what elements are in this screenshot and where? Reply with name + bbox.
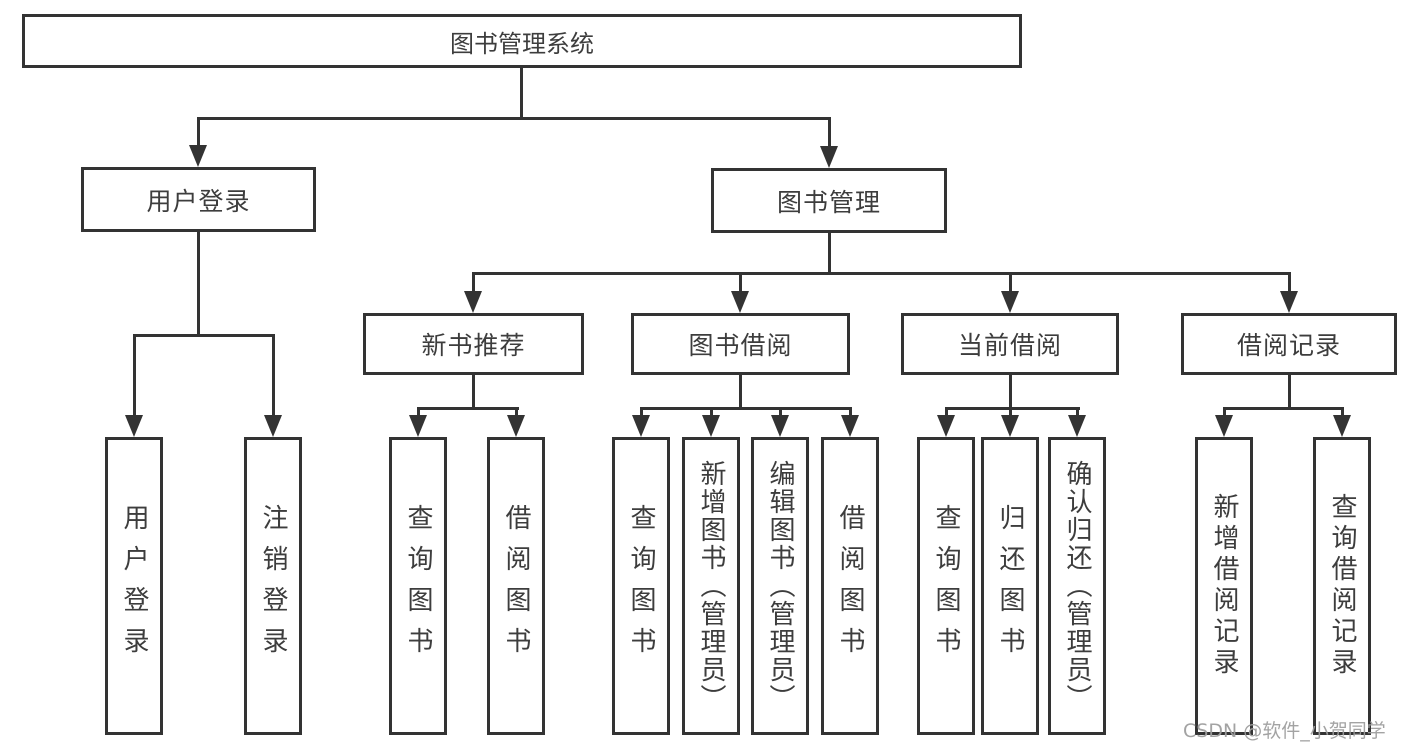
csdn-watermark: CSDN @软件_小贺同学 [1183, 720, 1386, 742]
connector-line [472, 273, 475, 293]
leaf-borrow-books-1-label: 借阅图书 [501, 504, 531, 668]
connector-line [945, 408, 948, 418]
connector-line [1341, 408, 1344, 418]
connector-line [272, 335, 275, 417]
node-book-management: 图书管理 [711, 168, 947, 233]
leaf-query-books-2-label: 查询图书 [626, 504, 656, 668]
arrow-down-icon [632, 415, 650, 437]
leaf-query-borrow-record-label: 查询借阅记录 [1327, 493, 1357, 679]
connector-line [779, 408, 782, 418]
arrow-down-icon [1280, 291, 1298, 313]
node-book-borrow: 图书借阅 [631, 313, 850, 375]
connector-line [1009, 408, 1012, 418]
connector-line [1288, 273, 1291, 293]
leaf-add-book-admin-label: 新增图书（管理员） [696, 460, 726, 712]
connector-line [520, 68, 523, 118]
leaf-query-books-1: 查询图书 [389, 437, 447, 735]
connector-line [945, 407, 1080, 410]
connector-line [133, 334, 275, 337]
arrow-down-icon [1068, 415, 1086, 437]
arrow-down-icon [937, 415, 955, 437]
leaf-add-borrow-record-label: 新增借阅记录 [1209, 493, 1239, 679]
connector-line [1288, 375, 1291, 409]
leaf-edit-book-admin: 编辑图书（管理员） [751, 437, 809, 735]
connector-line [849, 408, 852, 418]
connector-line [640, 407, 852, 410]
arrow-down-icon [1215, 415, 1233, 437]
leaf-logout: 注销登录 [244, 437, 302, 735]
leaf-add-book-admin: 新增图书（管理员） [682, 437, 740, 735]
leaf-user-login-label: 用户登录 [119, 504, 149, 668]
arrow-down-icon [841, 415, 859, 437]
arrow-down-icon [820, 146, 838, 168]
connector-line [828, 233, 831, 275]
arrow-down-icon [189, 145, 207, 167]
connector-line [640, 408, 643, 418]
connector-line [197, 232, 200, 336]
leaf-borrow-books-1: 借阅图书 [487, 437, 545, 735]
leaf-add-borrow-record: 新增借阅记录 [1195, 437, 1253, 735]
connector-line [1223, 407, 1344, 410]
leaf-borrow-books-2: 借阅图书 [821, 437, 879, 735]
leaf-return-book-label: 归还图书 [995, 504, 1025, 668]
arrow-down-icon [507, 415, 525, 437]
node-user-login-branch: 用户登录 [81, 167, 316, 232]
arrow-down-icon [702, 415, 720, 437]
leaf-query-books-3-label: 查询图书 [931, 504, 961, 668]
arrow-down-icon [731, 291, 749, 313]
leaf-query-books-3: 查询图书 [917, 437, 975, 735]
leaf-query-borrow-record: 查询借阅记录 [1313, 437, 1371, 735]
leaf-borrow-books-2-label: 借阅图书 [835, 504, 865, 668]
connector-line [828, 118, 831, 147]
node-borrow-records: 借阅记录 [1181, 313, 1397, 375]
connector-line [1009, 375, 1012, 409]
leaf-edit-book-admin-label: 编辑图书（管理员） [765, 460, 795, 712]
connector-line [197, 117, 831, 120]
arrow-down-icon [264, 415, 282, 437]
leaf-query-books-1-label: 查询图书 [403, 504, 433, 668]
connector-line [1076, 408, 1079, 418]
leaf-query-books-2: 查询图书 [612, 437, 670, 735]
arrow-down-icon [1001, 291, 1019, 313]
arrow-down-icon [1333, 415, 1351, 437]
arrow-down-icon [409, 415, 427, 437]
arrow-down-icon [464, 291, 482, 313]
arrow-down-icon [1001, 415, 1019, 437]
node-new-book-recommend: 新书推荐 [363, 313, 584, 375]
node-library-system: 图书管理系统 [22, 14, 1022, 68]
connector-line [417, 407, 519, 410]
leaf-confirm-return-admin: 确认归还（管理员） [1048, 437, 1106, 735]
arrow-down-icon [125, 415, 143, 437]
leaf-logout-label: 注销登录 [258, 504, 288, 668]
connector-line [515, 408, 518, 418]
node-current-borrow: 当前借阅 [901, 313, 1119, 375]
connector-line [197, 118, 200, 147]
leaf-return-book: 归还图书 [981, 437, 1039, 735]
connector-line [739, 375, 742, 409]
connector-line [417, 408, 420, 418]
connector-line [1009, 273, 1012, 293]
connector-line [739, 273, 742, 293]
connector-line [472, 375, 475, 409]
arrow-down-icon [771, 415, 789, 437]
connector-line [710, 408, 713, 418]
connector-line [133, 335, 136, 417]
connector-line [1223, 408, 1226, 418]
leaf-user-login: 用户登录 [105, 437, 163, 735]
connector-line [472, 272, 1291, 275]
leaf-confirm-return-admin-label: 确认归还（管理员） [1062, 460, 1092, 712]
